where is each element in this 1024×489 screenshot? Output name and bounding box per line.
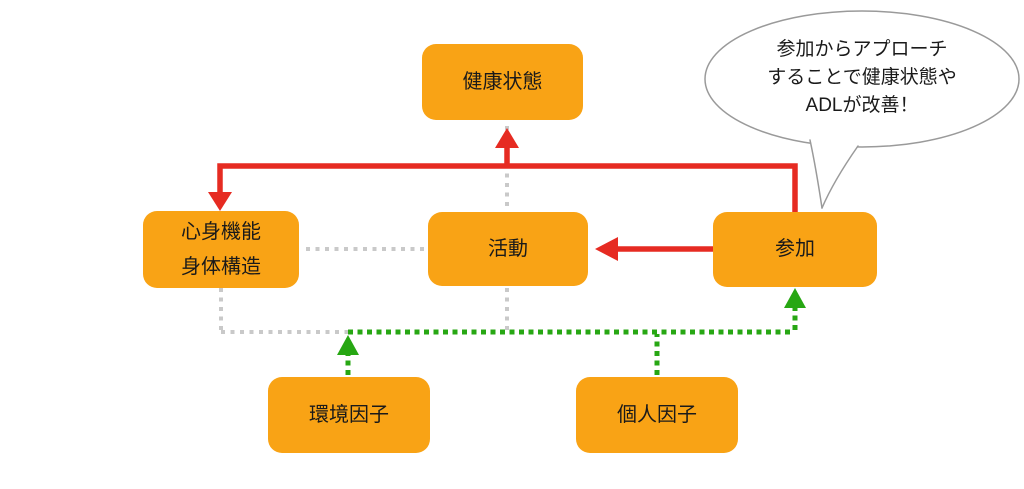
green-arrowhead-environment (337, 335, 359, 355)
speech-bubble-tail-fill (810, 136, 860, 208)
box-environmental-factors: 環境因子 (268, 377, 430, 453)
speech-bubble-tail-right-edge (821, 145, 859, 209)
speech-bubble-ellipse (704, 10, 1020, 148)
box-health-condition: 健康状態 (422, 44, 583, 120)
red-arrowhead-up-health (495, 128, 519, 148)
box-body-function-structure: 心身機能 身体構造 (143, 211, 299, 288)
speech-bubble-text: 参加からアプローチ することで健康状態や ADLが改善！ (767, 39, 957, 116)
red-arrowhead-left-activity (595, 237, 618, 261)
box-activity: 活動 (428, 212, 588, 286)
speech-bubble-tail-left-edge (809, 139, 823, 209)
red-arrowhead-down-body (208, 192, 232, 211)
box-participation: 参加 (713, 212, 877, 287)
box-personal-factors: 個人因子 (576, 377, 738, 453)
green-arrowhead-participation (784, 288, 806, 308)
